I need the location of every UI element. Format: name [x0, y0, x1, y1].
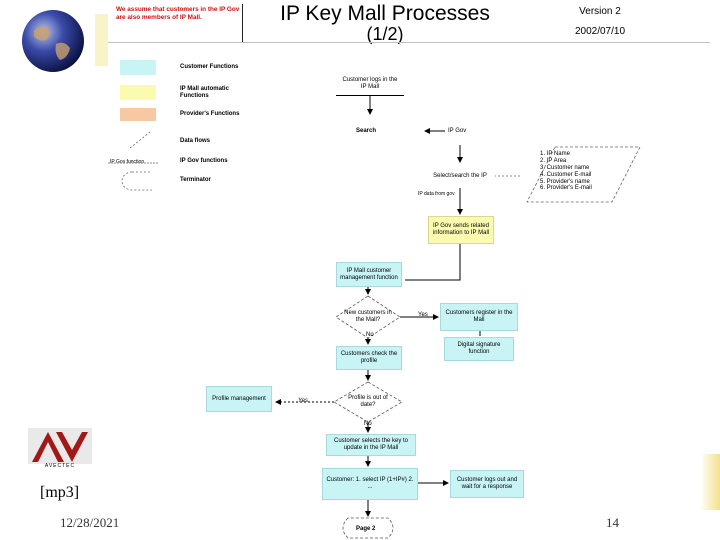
mall-management-box: IP Mall customer management function [336, 262, 402, 287]
avectec-logo-icon [28, 428, 92, 469]
yes-label-2: Yes [298, 398, 309, 404]
assumption-note: We assume that customers in the IP Gov a… [116, 6, 240, 21]
legend-label-terminator: Terminator [180, 177, 211, 183]
select-ip-box: Select/search the IP [433, 172, 487, 179]
customer-choice-box: Customer: 1. select IP (1+IP#) 2. ... [322, 468, 418, 500]
page-subtitle: (1/2) [366, 24, 404, 44]
ip-data-item: 3. Customer name [540, 164, 590, 171]
ip-data-item: 1. IP Name [540, 151, 570, 157]
slide-number: 14 [606, 515, 619, 530]
customer-key-box: Customer selects the key to update in th… [326, 434, 416, 456]
data-from-gov: IP data from gov [418, 191, 455, 197]
ip-data-list: 1. IP Name 2. IP Area 3. Customer name 4… [540, 151, 620, 192]
globe-icon [22, 10, 84, 72]
legend-swatch-mall [120, 85, 156, 100]
version-label: Version 2 [579, 6, 621, 17]
customer-logout-box: Customer logs out and wait for a respons… [450, 470, 524, 498]
page2-terminator: Page 2 [356, 526, 376, 532]
header-divider [242, 4, 243, 42]
search-label: Search [356, 128, 377, 134]
date-label: 2002/07/10 [574, 26, 626, 37]
legend-label-ipgov: IP Gov functions [180, 158, 228, 164]
logo-text: AVECTEC [44, 463, 76, 469]
legend-swatch-customer [120, 60, 156, 75]
decorative-glow [700, 454, 720, 510]
globe-logo [18, 6, 88, 76]
profile-outdated-decision: Profile is out of date? [348, 395, 388, 408]
ip-data-item: 6. Provider's E-mail [540, 185, 592, 192]
digital-signature-box: Digital signature function [444, 337, 514, 361]
header-rule [108, 42, 710, 43]
yes-label-1: Yes [418, 312, 428, 318]
no-label-2: No [364, 421, 372, 427]
ip-data-item: 5. Provider's name [540, 178, 590, 185]
ip-data-item: 2. IP Area [540, 157, 567, 164]
legend-label-dataflows: Data flows [180, 138, 211, 144]
profile-management-box: Profile management [206, 386, 272, 412]
legend-label-provider: Provider's Functions [180, 111, 240, 117]
avectec-logo: AVECTEC [28, 428, 92, 470]
legend-label-customer: Customer Functions [180, 64, 239, 70]
ipgov-label: IP Gov [448, 128, 467, 134]
new-customer-decision: New customers in the Mall? [344, 310, 392, 323]
page-title: IP Key Mall Processes [280, 2, 490, 25]
legend-swatch-provider [120, 108, 156, 121]
register-box: Customers register in the Mall [440, 303, 518, 331]
no-label-1: No [366, 332, 374, 338]
legend-label-ipgov-small: IP Gov function [110, 159, 145, 165]
footer-date: 12/28/2021 [60, 515, 120, 530]
legend-label-mall: IP Mall automatic Functions [180, 86, 229, 99]
header-stripe [95, 14, 108, 66]
check-profile-box: Customers check the profile [336, 346, 402, 370]
login-box: Customer logs in the IP Mall [336, 72, 404, 96]
mp3-label: [mp3] [40, 484, 80, 501]
ip-data-item: 4. Customer E-mail [540, 171, 592, 178]
ip-gov-sends-box: IP Gov sends related information to IP M… [428, 216, 494, 244]
